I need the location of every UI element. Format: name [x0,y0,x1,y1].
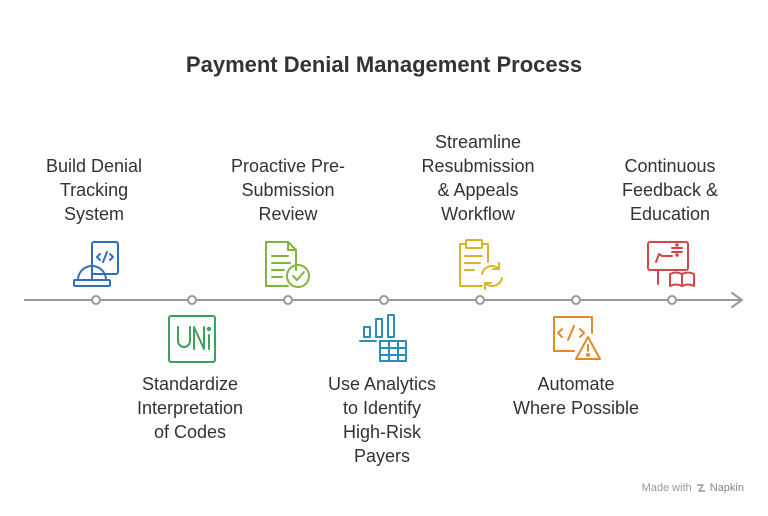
step-1-label: Build Denial Tracking System [45,156,143,224]
step-7-label: Continuous Feedback & Education [621,156,719,224]
napkin-logo-icon [696,484,705,492]
timeline-arrow-head [731,292,743,308]
analytics-table-icon [356,311,412,367]
step-5-label: Streamline Resubmission & Appeals Workfl… [421,132,535,224]
page-title: Payment Denial Management Process [185,52,583,77]
timeline-dot-5 [475,295,485,305]
made-with-label: Made with [641,482,692,494]
timeline-dot-3 [283,295,293,305]
step-4-label: Use Analytics to Identify High-Risk Paye… [327,374,437,466]
napkin-badge[interactable]: Made with Napkin [642,482,744,494]
code-warning-icon [548,311,604,367]
timeline-dot-4 [379,295,389,305]
timeline-dot-6 [571,295,581,305]
napkin-brand-label: Napkin [709,482,744,494]
teaching-icon [644,236,700,292]
timeline-dot-7 [667,295,677,305]
step-2-label: Standardize Interpretation of Codes [136,374,244,442]
step-3-label: Proactive Pre- Submission Review [230,156,346,224]
clipboard-cycle-icon [452,236,508,292]
timeline-dot-1 [91,295,101,305]
unicode-icon [164,311,220,367]
builder-code-icon [68,236,124,292]
step-6-label: Automate Where Possible [512,374,640,418]
document-check-icon [260,236,316,292]
timeline-dot-2 [187,295,197,305]
